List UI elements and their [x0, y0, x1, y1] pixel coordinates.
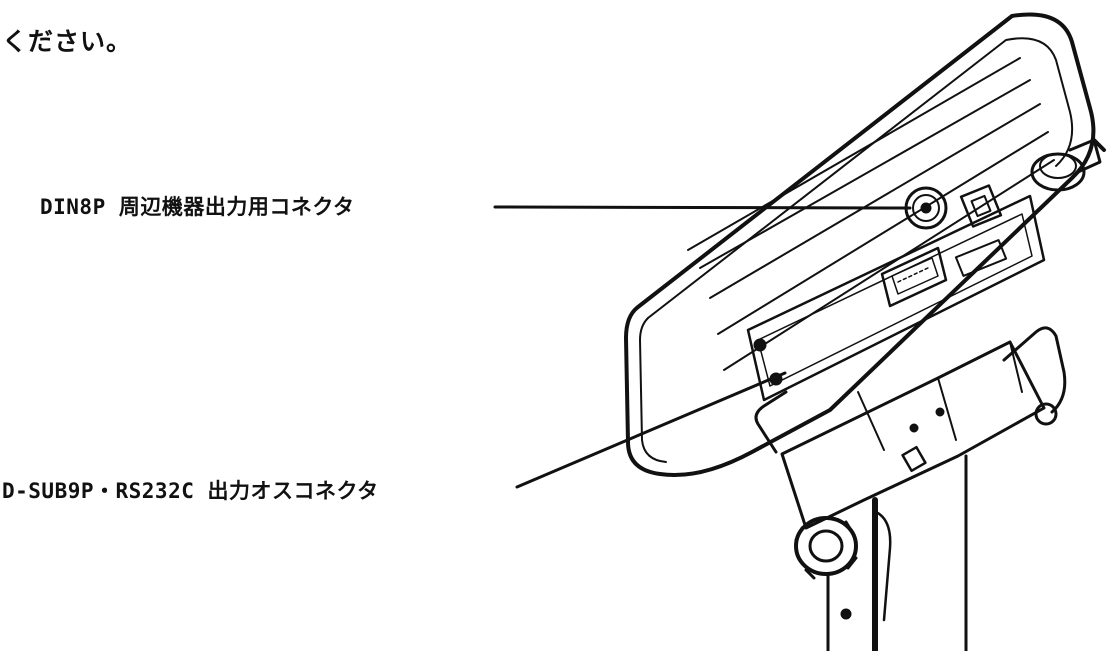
- panel-screw-2: [769, 372, 783, 386]
- din8p-connector: [904, 186, 948, 230]
- intro-text-line-2: ください。: [2, 27, 133, 56]
- dsub9p-connector-label: D-SUB9P・RS232C 出力オスコネクタ: [2, 479, 379, 503]
- bracket-clip: [901, 445, 927, 473]
- stand-cable: [874, 510, 892, 622]
- panel-screw-1: [753, 338, 767, 352]
- mount-bracket-fold: [857, 341, 1023, 451]
- dc-jack: [959, 184, 1003, 228]
- bracket-bolt-right: [1034, 402, 1058, 426]
- din8p-connector-label: DIN8P 周辺機器出力用コネクタ: [40, 195, 355, 219]
- mount-arm-left: [754, 390, 788, 454]
- mount-bracket: [780, 340, 1046, 530]
- rear-panel: [746, 194, 1046, 402]
- housing-bezel-side: [639, 317, 667, 463]
- housing-inner-bezel: [647, 37, 1074, 319]
- cable-gland: [1030, 138, 1106, 192]
- bracket-hole-2: [935, 407, 945, 417]
- panel-label-plate: [954, 239, 1008, 277]
- housing-outer-shell: [624, 12, 1096, 478]
- dsub9p-connector: [880, 246, 948, 308]
- din8p-leader-line: [493, 205, 912, 210]
- rear-panel-inner: [757, 213, 1033, 387]
- rear-rib-2: [699, 79, 1031, 269]
- mount-arm-right: [1002, 326, 1067, 414]
- stand-pole-hole: [840, 608, 852, 620]
- bracket-hole-1: [909, 423, 919, 433]
- rear-rib-3: [709, 103, 1041, 299]
- rear-rib-1: [687, 57, 1021, 251]
- dsub9p-leader-line: [515, 371, 787, 489]
- rear-rib-5: [723, 159, 1055, 371]
- tilt-knob: [794, 516, 858, 580]
- rear-rib-4: [717, 131, 1049, 335]
